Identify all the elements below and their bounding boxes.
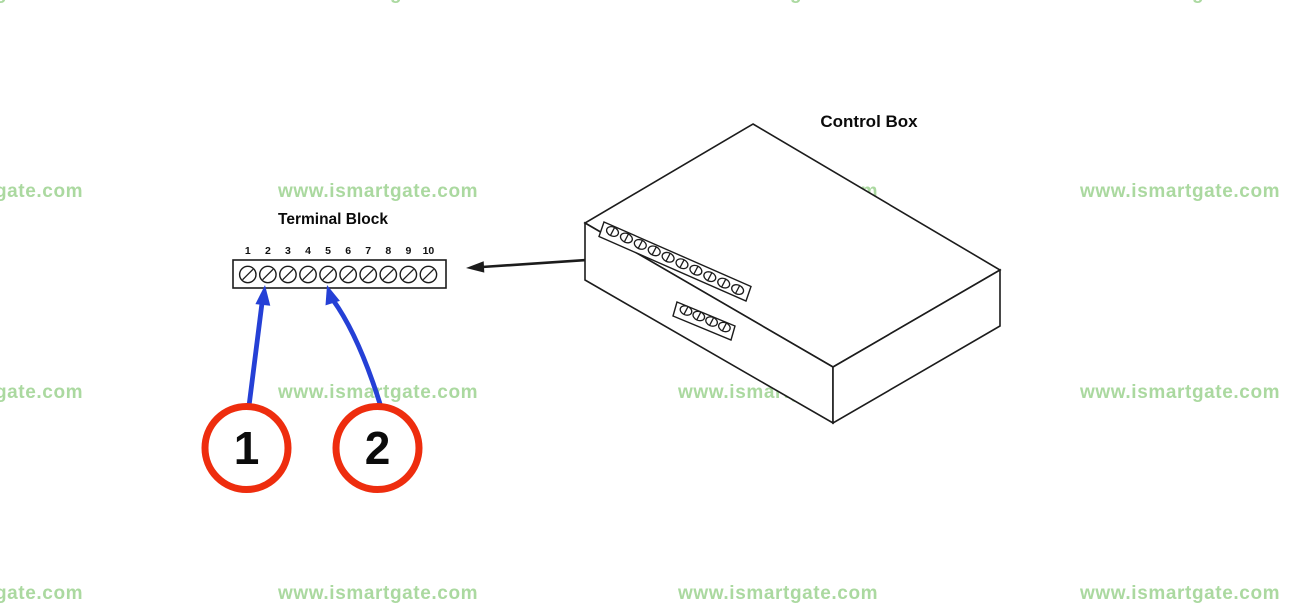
screw-slot [720, 278, 727, 288]
callout-1-ring [201, 403, 292, 493]
terminal-screw-slot [322, 268, 334, 281]
terminal-block-label: Terminal Block [278, 211, 388, 228]
blue-arrowhead-1 [255, 285, 271, 306]
screw-slot [683, 305, 689, 316]
screw-slot [708, 316, 715, 327]
watermark: www.ismartgate.com [0, 181, 84, 202]
terminal-screw-slot [242, 268, 254, 281]
callout-2-ring [332, 403, 423, 493]
watermark: www.ismartgate.com [278, 0, 478, 3]
terminal-screw-slot [362, 268, 374, 281]
top-strip-screws [605, 226, 745, 296]
terminal-number: 3 [285, 245, 291, 257]
terminal-number: 4 [305, 245, 311, 257]
screw-slot [707, 272, 713, 282]
terminal-screw-slot [402, 268, 415, 281]
watermark: www.ismartgate.com [1080, 0, 1280, 3]
control-box-right-face [832, 268, 1001, 425]
terminal-number: 9 [405, 245, 411, 257]
callout-arrow-1 [246, 285, 271, 409]
watermark: www.ismartgate.com [0, 583, 84, 604]
terminal-screw-slot [262, 268, 274, 281]
side-strip-screws [679, 305, 731, 333]
terminal-number: 10 [423, 245, 435, 257]
control-box: Control Box [583, 112, 1002, 425]
terminal-screw-slot [422, 268, 435, 281]
watermark: www.ismartgate.com [1080, 583, 1281, 604]
callout-2-number: 2 [365, 422, 391, 474]
screw-slot [609, 226, 616, 237]
callout-2: 2 [332, 403, 423, 493]
terminal-number: 1 [245, 245, 251, 257]
terminal-number: 8 [385, 245, 391, 257]
terminal-screw-slot [342, 268, 354, 281]
blue-arrowhead-2 [325, 285, 340, 306]
terminal-screw-row [238, 265, 438, 284]
arrowhead-left [466, 261, 485, 273]
screw-slot [721, 322, 728, 332]
watermark: www.ismartgate.com [278, 181, 479, 202]
terminal-screw-slot [282, 268, 294, 281]
terminal-number: 5 [325, 245, 331, 257]
terminal-screw-slot [302, 268, 314, 281]
watermark: www.ismartgate.com [0, 382, 84, 403]
screw-slot [693, 265, 699, 275]
terminal-number: 2 [265, 245, 271, 257]
watermark: www.ismartgate.com [278, 583, 479, 604]
terminal-screw-slot [382, 268, 394, 281]
screw-slot [623, 233, 630, 243]
screw-slot [637, 239, 644, 249]
terminal-number-row: 1 2 3 4 5 6 7 8 9 10 [245, 245, 435, 257]
control-box-label: Control Box [820, 112, 918, 131]
screw-slot [679, 259, 685, 269]
callout-1: 1 [201, 403, 292, 493]
watermark: www.ismartgate.com [678, 0, 878, 3]
watermark: www.ismartgate.com [1080, 181, 1281, 202]
callout-1-number: 1 [234, 422, 260, 474]
callout-arrow-2 [325, 285, 384, 410]
watermark: www.ismartgate.com [1080, 382, 1281, 403]
terminal-number: 6 [345, 245, 351, 257]
screw-slot [734, 285, 741, 295]
screw-slot [665, 252, 671, 262]
watermark: www.ismartgate.com [0, 0, 83, 3]
screw-slot [696, 311, 702, 321]
terminal-number: 7 [365, 245, 371, 257]
watermark: www.ismartgate.com [678, 583, 879, 604]
screw-slot [651, 246, 657, 256]
